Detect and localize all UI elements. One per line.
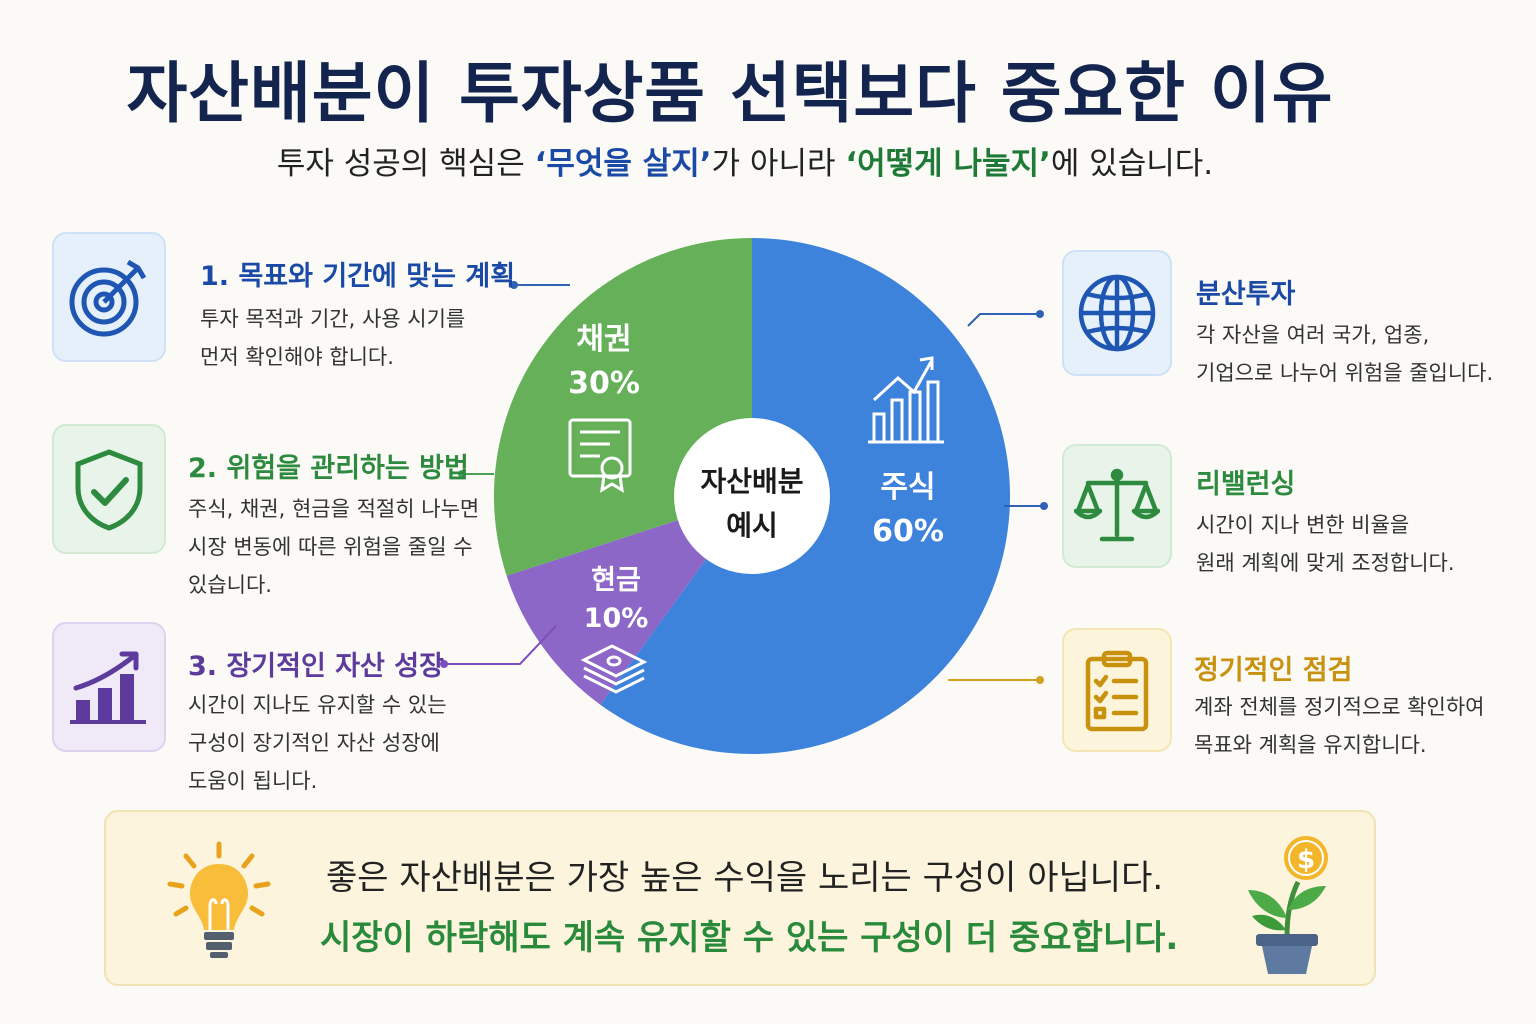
balance-scale-icon: [1074, 468, 1160, 542]
subtitle-text-after: 에 있습니다.: [1050, 146, 1214, 182]
checkup-title: 정기적인 점검: [1194, 655, 1353, 686]
goal-desc: 투자 목적과 기간, 사용 시기를 먼저 확인해야 합니다.: [200, 300, 465, 376]
goal-card: [52, 232, 166, 362]
slice-label-bonds: 채권 30%: [556, 318, 652, 406]
risk-desc: 주식, 채권, 현금을 적절히 나누면 시장 변동에 따른 위험을 줄일 수 있…: [188, 490, 479, 604]
slice-name-cash: 현금: [591, 565, 641, 596]
rebalance-title: 리밸런싱: [1196, 469, 1296, 500]
subtitle-highlight-how: ‘어떻게 나눌지’: [845, 146, 1051, 182]
target-icon: [69, 259, 147, 337]
lightbulb-icon: [167, 841, 271, 958]
growth-desc-line2: 구성이 장기적인 자산 성장에: [188, 731, 440, 755]
slice-value-bonds: 30%: [568, 366, 640, 401]
diversify-desc-line1: 각 자산을 여러 국가, 업종,: [1196, 323, 1430, 347]
pie-center-label-line1: 자산배분: [700, 465, 804, 498]
globe-icon: [1078, 274, 1156, 352]
slice-label-stocks: 주식 60%: [860, 466, 956, 554]
diversify-title: 분산투자: [1196, 279, 1296, 310]
clipboard-checklist-icon: [1085, 650, 1149, 732]
connector-dot-diversify: [1036, 310, 1044, 318]
checkup-card: [1062, 628, 1172, 752]
growth-card: [52, 622, 166, 752]
risk-desc-line2: 시장 변동에 따른 위험을 줄일 수: [188, 535, 473, 559]
rebalance-card: [1062, 444, 1172, 568]
diversify-card: [1062, 250, 1172, 376]
growth-desc: 시간이 지나도 유지할 수 있는 구성이 장기적인 자산 성장에 도움이 됩니다…: [188, 686, 447, 800]
subtitle-highlight-what: ‘무엇을 살지’: [534, 146, 712, 182]
risk-desc-line3: 있습니다.: [188, 573, 272, 597]
money-plant-icon: $: [1248, 836, 1328, 974]
connector-diversify: [967, 313, 1040, 327]
rebalance-desc-line2: 원래 계획에 맞게 조정합니다.: [1196, 551, 1455, 575]
connector-dot-rebalance: [1040, 502, 1048, 510]
subtitle-text-middle: 가 아니라: [711, 146, 846, 182]
growth-title: 3. 장기적인 자산 성장: [188, 651, 444, 682]
checkup-desc-line2: 목표와 계획을 유지합니다.: [1194, 733, 1427, 757]
key-message-line2: 시장이 하락해도 계속 유지할 수 있는 구성이 더 중요합니다.: [320, 918, 1179, 958]
slice-label-cash: 현금 10%: [570, 562, 662, 638]
page-subtitle: 투자 성공의 핵심은 ‘무엇을 살지’가 아니라 ‘어떻게 나눌지’에 있습니다…: [0, 138, 1490, 183]
diversify-desc: 각 자산을 여러 국가, 업종, 기업으로 나누어 위험을 줄입니다.: [1196, 316, 1493, 392]
risk-desc-line1: 주식, 채권, 현금을 적절히 나누면: [188, 497, 480, 521]
connector-dot-checkup: [1036, 676, 1044, 684]
pie-center-label: 자산배분 예시: [672, 436, 832, 572]
growth-desc-line3: 도움이 됩니다.: [188, 769, 318, 793]
growth-desc-line1: 시간이 지나도 유지할 수 있는: [188, 693, 447, 717]
goal-desc-line2: 먼저 확인해야 합니다.: [200, 345, 394, 369]
rebalance-desc-line1: 시간이 지나 변한 비율을: [1196, 513, 1410, 537]
pie-center-label-line2: 예시: [726, 509, 778, 542]
risk-card: [52, 424, 166, 554]
checkup-desc-line1: 계좌 전체를 정기적으로 확인하여: [1194, 695, 1485, 719]
growth-chart-icon: [70, 651, 146, 724]
slice-name-bonds: 채권: [576, 322, 632, 357]
diversify-desc-line2: 기업으로 나누어 위험을 줄입니다.: [1196, 361, 1494, 385]
key-message-box: 좋은 자산배분은 가장 높은 수익을 노리는 구성이 아닙니다. 시장이 하락해…: [104, 810, 1376, 986]
checkup-desc: 계좌 전체를 정기적으로 확인하여 목표와 계획을 유지합니다.: [1194, 688, 1485, 764]
rebalance-desc: 시간이 지나 변한 비율을 원래 계획에 맞게 조정합니다.: [1196, 506, 1455, 582]
dollar-sign-icon: $: [1297, 845, 1315, 875]
page-title: 자산배분이 투자상품 선택보다 중요한 이유: [126, 55, 1334, 132]
key-message-line1: 좋은 자산배분은 가장 높은 수익을 노리는 구성이 아닙니다.: [326, 858, 1164, 898]
slice-name-stocks: 주식: [880, 470, 936, 505]
risk-title: 2. 위험을 관리하는 방법: [188, 453, 469, 484]
goal-desc-line1: 투자 목적과 기간, 사용 시기를: [200, 307, 466, 331]
goal-title: 1. 목표와 기간에 맞는 계획: [200, 261, 516, 292]
slice-value-stocks: 60%: [872, 514, 944, 549]
shield-check-icon: [75, 449, 143, 531]
subtitle-text-before: 투자 성공의 핵심은: [276, 146, 535, 182]
slice-value-cash: 10%: [583, 603, 649, 634]
